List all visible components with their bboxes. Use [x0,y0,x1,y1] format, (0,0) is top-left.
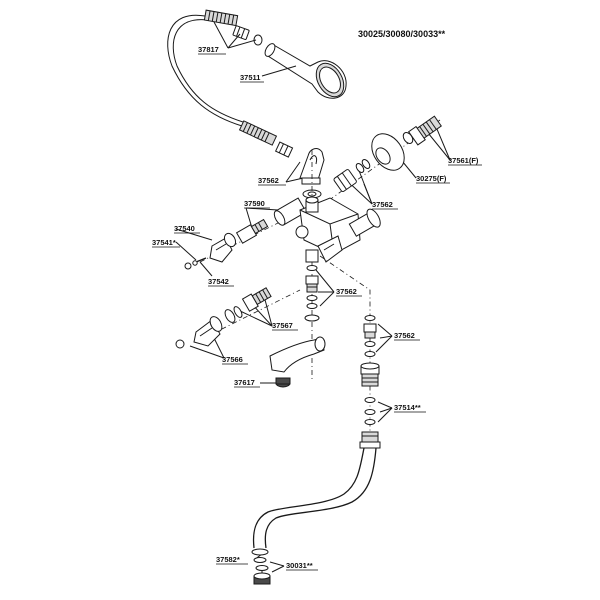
label-eccentric-connector: 37561(F) [448,156,482,166]
label-holder: 37562 [258,176,286,186]
label-spout-base-a: 37582* [216,555,248,565]
label-aerator: 37617 [234,378,260,388]
label-valve-body: 37590 [244,199,270,209]
long-swivel-spout [251,447,377,585]
svg-text:37562: 37562 [336,287,357,296]
svg-text:37511: 37511 [240,73,260,82]
label-handle-lower: 37566 [222,355,248,365]
label-hose: 37817 [198,45,226,55]
svg-text:37817: 37817 [198,45,219,54]
svg-text:37561(F): 37561(F) [448,156,479,165]
shower-hose [167,9,294,158]
svg-text:37542: 37542 [208,277,229,286]
label-spout-base-b: 30031** [286,561,318,571]
diagram-title: 30025/30080/30033** [358,29,446,39]
shower-head [264,43,347,99]
part-labels: 37817 37511 37562 37561(F) 30275(F) 3756… [152,45,482,571]
svg-text:37540: 37540 [174,224,195,233]
svg-text:37617: 37617 [234,378,255,387]
svg-text:30031**: 30031** [286,561,313,570]
svg-text:37514**: 37514** [394,403,421,412]
svg-text:37567: 37567 [272,321,293,330]
label-shower-head: 37511 [240,73,264,83]
diverter-stack [304,262,320,380]
svg-text:30275(F): 30275(F) [416,174,447,183]
label-handle-button: 37542 [208,277,234,287]
svg-text:37562: 37562 [394,331,415,340]
label-cartridge: 37567 [272,321,298,331]
label-screw-cap: 37541* [152,238,180,248]
eccentric-connector-set [309,115,442,215]
short-spout [269,336,326,388]
label-o-ring-set: 37514** [394,403,426,413]
label-rosette: 30275(F) [416,174,450,184]
label-nut-set: 37562 [372,200,398,210]
label-handle-left-top: 37540 [174,224,200,234]
left-handle-assembly [184,218,269,270]
svg-text:37590: 37590 [244,199,265,208]
svg-text:37562: 37562 [258,176,279,185]
svg-text:37566: 37566 [222,355,243,364]
svg-text:37562: 37562 [372,200,393,209]
cartridge-assembly [175,287,301,349]
valve-body [199,196,381,263]
svg-text:37582*: 37582* [216,555,240,564]
label-diverter-gaskets: 37562 [336,287,362,297]
lower-connector-stack [319,255,381,449]
svg-text:37541*: 37541* [152,238,176,247]
label-lower-connector: 37562 [394,331,420,341]
